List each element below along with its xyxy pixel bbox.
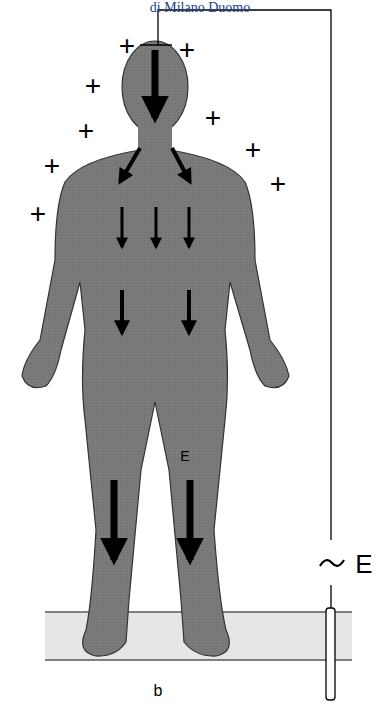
field-symbol: E <box>180 449 189 463</box>
charge-sign: + <box>245 136 261 164</box>
charge-sign: + <box>78 117 94 145</box>
charge-sign: + <box>179 36 195 64</box>
charge-sign: + <box>30 200 46 228</box>
charge-sign: + <box>85 72 101 100</box>
charge-sign: + <box>119 32 135 60</box>
voltage-symbol: E <box>355 551 372 577</box>
panel-letter: b <box>154 683 163 699</box>
charge-sign: + <box>270 170 286 198</box>
field-arrows <box>114 50 190 560</box>
source-credit: di Milano Duomo <box>150 1 250 15</box>
charge-sign: + <box>205 104 221 132</box>
supply-wire <box>140 10 331 610</box>
ac-source-symbol <box>320 560 344 566</box>
charge-sign: + <box>44 152 60 180</box>
ground-electrode <box>326 608 335 700</box>
human-figure <box>22 41 289 656</box>
